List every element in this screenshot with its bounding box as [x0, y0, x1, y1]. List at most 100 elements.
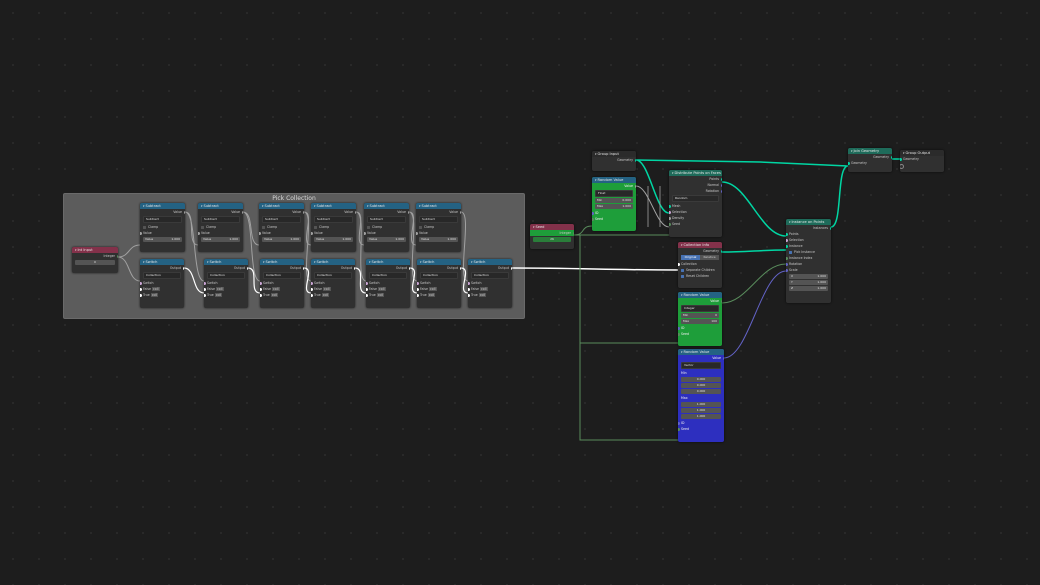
socket-input-selection[interactable] — [669, 210, 671, 214]
socket-input-switch[interactable] — [140, 281, 142, 285]
node-switch[interactable]: Switch Output Collection Switch False co… — [140, 259, 184, 308]
min-z-field[interactable]: 0.000 — [681, 389, 721, 394]
node-switch[interactable]: Switch Output Collection Switch False co… — [204, 259, 248, 308]
pick-instance-checkbox[interactable]: Pick Instance — [786, 249, 831, 255]
clamp-checkbox[interactable]: Clamp — [311, 224, 356, 230]
socket-output-value[interactable] — [302, 210, 304, 214]
node-switch[interactable]: Switch Output Collection Switch False co… — [311, 259, 355, 308]
reset-children-checkbox[interactable]: Reset Children — [678, 273, 722, 279]
node-subtract[interactable]: Subtract Value Subtract Clamp Value Valu… — [140, 203, 185, 252]
socket-output-points[interactable] — [720, 177, 722, 181]
clamp-checkbox[interactable]: Clamp — [416, 224, 461, 230]
node-int-input[interactable]: Int Input Integer 0 — [72, 247, 118, 273]
collection-field[interactable]: coll — [323, 287, 331, 291]
socket-input-value[interactable] — [416, 231, 418, 235]
collection-field[interactable]: coll — [429, 287, 437, 291]
socket-output-value[interactable] — [407, 210, 409, 214]
node-switch[interactable]: Switch Output Collection Switch False co… — [366, 259, 410, 308]
socket-input-false[interactable] — [468, 287, 470, 291]
socket-input-false[interactable] — [260, 287, 262, 291]
socket-input-true[interactable] — [311, 293, 313, 297]
socket-output-value[interactable] — [634, 184, 636, 188]
socket-input-true[interactable] — [366, 293, 368, 297]
socket-input-instance[interactable] — [786, 244, 788, 248]
type-dropdown[interactable]: Collection — [314, 272, 352, 279]
node-subtract[interactable]: Subtract Value Subtract Clamp Value Valu… — [311, 203, 356, 252]
node-group-input[interactable]: Group Input Geometry — [592, 151, 636, 171]
collection-field[interactable]: coll — [378, 287, 386, 291]
collection-field[interactable]: coll — [478, 293, 487, 297]
socket-output-collection[interactable] — [408, 266, 410, 270]
socket-input-true[interactable] — [468, 293, 470, 297]
type-dropdown[interactable]: Collection — [207, 272, 245, 279]
operation-dropdown[interactable]: Subtract — [143, 216, 182, 223]
socket-output-value[interactable] — [241, 210, 243, 214]
original-button[interactable]: Original — [681, 255, 700, 260]
socket-output-collection[interactable] — [182, 266, 184, 270]
node-subtract[interactable]: Subtract Value Subtract Clamp Value Valu… — [364, 203, 409, 252]
integer-value-field[interactable]: 0 — [75, 260, 115, 265]
socket-input-selection[interactable] — [786, 238, 788, 242]
socket-input-scale[interactable] — [786, 268, 788, 272]
socket-input-id[interactable] — [592, 211, 594, 215]
collection-field[interactable]: coll — [214, 293, 223, 297]
socket-output-integer[interactable] — [572, 231, 574, 235]
type-dropdown[interactable]: Collection — [420, 272, 458, 279]
socket-input-seed[interactable] — [592, 217, 594, 221]
socket-input-switch[interactable] — [311, 281, 313, 285]
socket-output-geometry[interactable] — [890, 155, 892, 159]
socket-input-true[interactable] — [260, 293, 262, 297]
clamp-checkbox[interactable]: Clamp — [259, 224, 304, 230]
collection-field[interactable]: coll — [480, 287, 488, 291]
socket-input-false[interactable] — [140, 287, 142, 291]
socket-input-false[interactable] — [204, 287, 206, 291]
collection-field[interactable]: coll — [216, 287, 224, 291]
operation-dropdown[interactable]: Subtract — [262, 216, 301, 223]
socket-output-collection[interactable] — [459, 266, 461, 270]
socket-input-switch[interactable] — [468, 281, 470, 285]
collection-field[interactable]: coll — [152, 287, 160, 291]
socket-output-rotation[interactable] — [720, 189, 722, 193]
socket-output-value[interactable] — [722, 356, 724, 360]
socket-input-true[interactable] — [204, 293, 206, 297]
socket-input-switch[interactable] — [366, 281, 368, 285]
socket-output-instances[interactable] — [829, 226, 831, 230]
socket-input-false[interactable] — [311, 287, 313, 291]
socket-input-false[interactable] — [366, 287, 368, 291]
node-subtract[interactable]: Subtract Value Subtract Clamp Value Valu… — [198, 203, 243, 252]
collection-field[interactable]: coll — [270, 293, 279, 297]
type-dropdown[interactable]: Integer — [681, 305, 719, 312]
node-distribute-points[interactable]: Distribute Points on Faces Points Normal… — [669, 170, 722, 237]
socket-input-true[interactable] — [140, 293, 142, 297]
node-join-geometry[interactable]: Join Geometry Geometry Geometry — [848, 148, 892, 172]
socket-input-id[interactable] — [678, 326, 680, 330]
socket-input-switch[interactable] — [204, 281, 206, 285]
operation-dropdown[interactable]: Subtract — [314, 216, 353, 223]
operation-dropdown[interactable]: Subtract — [367, 216, 406, 223]
socket-input-id[interactable] — [678, 421, 680, 425]
socket-input-false[interactable] — [417, 287, 419, 291]
socket-input-collection[interactable] — [678, 262, 680, 266]
socket-output-value[interactable] — [720, 299, 722, 303]
socket-input-value[interactable] — [259, 231, 261, 235]
socket-input-geometry[interactable] — [848, 161, 850, 165]
socket-output-value[interactable] — [354, 210, 356, 214]
socket-input-seed[interactable] — [678, 427, 680, 431]
socket-input-density[interactable] — [669, 216, 671, 220]
socket-output-collection[interactable] — [510, 266, 512, 270]
socket-input-geometry[interactable] — [900, 157, 902, 161]
socket-input-rotation[interactable] — [786, 262, 788, 266]
max-x-field[interactable]: 1.000 — [681, 402, 721, 407]
separate-children-checkbox[interactable]: Separate Children — [678, 267, 722, 273]
node-collection-info[interactable]: Collection Info Geometry Original Relati… — [678, 242, 722, 288]
type-dropdown[interactable]: Collection — [263, 272, 301, 279]
type-dropdown[interactable]: Collection — [369, 272, 407, 279]
